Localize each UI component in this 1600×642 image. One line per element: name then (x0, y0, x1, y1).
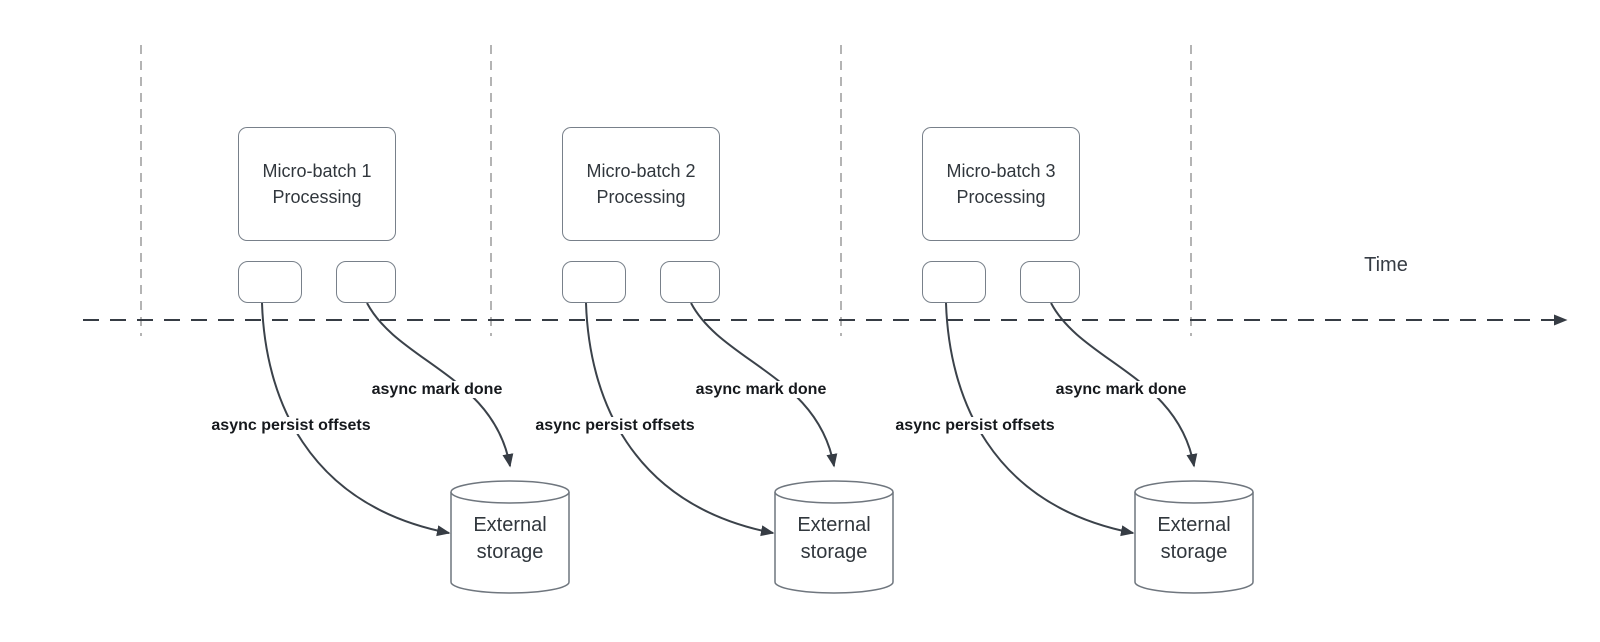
external-storage-cylinder (450, 480, 570, 594)
time-gridlines (140, 45, 1192, 336)
micro-batch-1-graphics (261, 302, 570, 594)
async-mark-done-arrow (366, 302, 514, 468)
external-storage-cylinder (774, 480, 894, 594)
async-persist-offsets-arrow (945, 302, 1135, 537)
async-persist-offsets-arrow (261, 302, 451, 537)
external-storage-cylinder (1134, 480, 1254, 594)
async-mark-done-arrow (690, 302, 838, 468)
async-mark-done-arrow (1050, 302, 1198, 468)
micro-batch-2-graphics (585, 302, 894, 594)
micro-batch-3-graphics (945, 302, 1254, 594)
async-persist-offsets-arrow (585, 302, 775, 537)
